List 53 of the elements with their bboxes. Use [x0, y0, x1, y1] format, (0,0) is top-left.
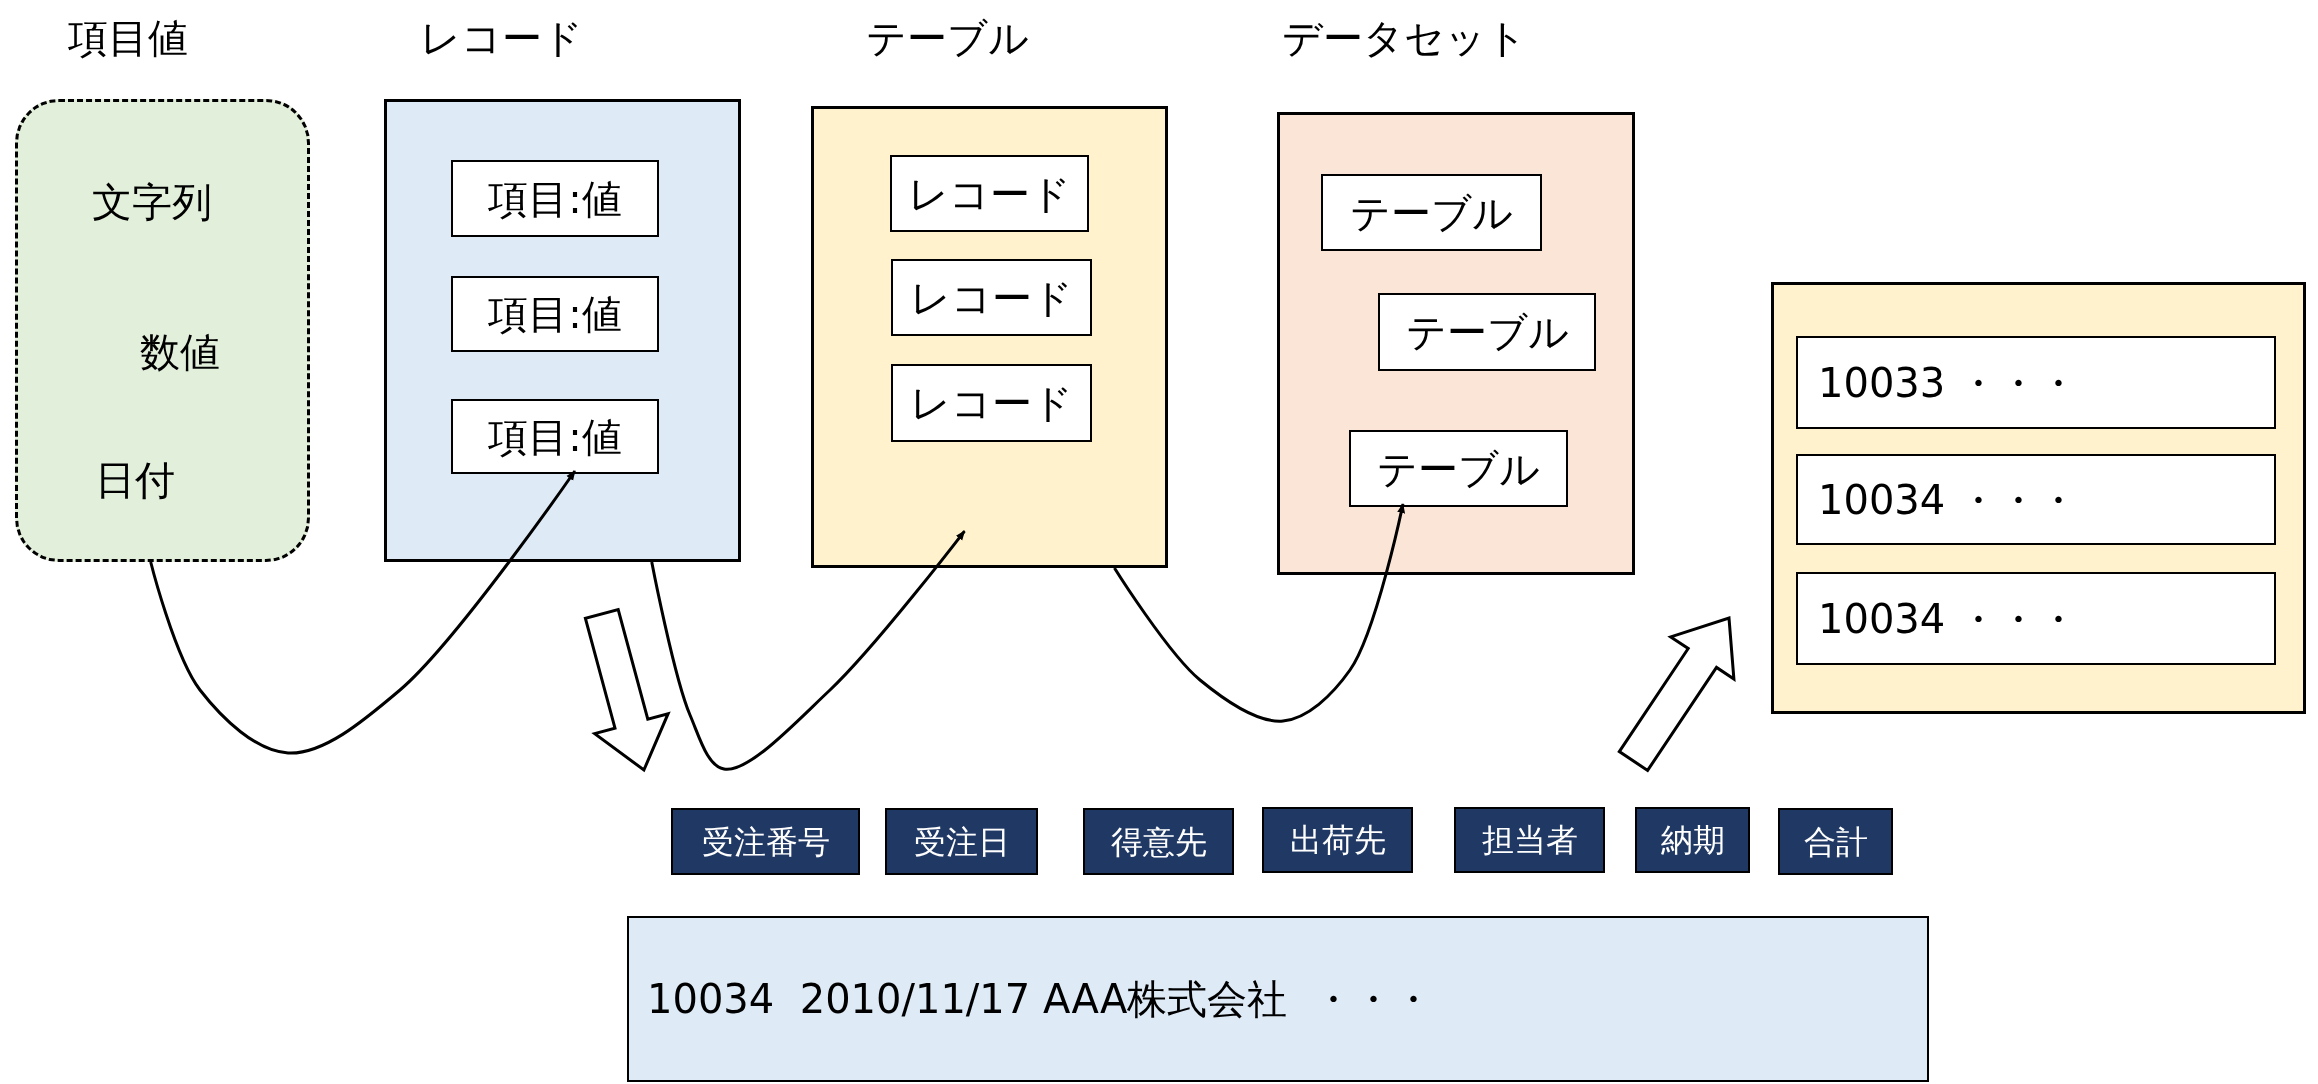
heading-label: データセット	[1282, 18, 1527, 58]
item-box	[451, 276, 659, 352]
box-label: 項目:値	[488, 294, 622, 334]
item-box	[1378, 293, 1596, 371]
box-label: テーブル	[1405, 312, 1569, 352]
item-box	[1349, 430, 1568, 507]
value-label: 日付	[95, 460, 175, 500]
header-label: 出荷先	[1289, 824, 1386, 856]
header-label: 担当者	[1481, 824, 1578, 856]
record-text: 10034 2010/11/17 AAA株式会社 ・・・	[647, 979, 1433, 1019]
box-label: テーブル	[1377, 448, 1540, 489]
record-bar	[627, 916, 1929, 1082]
header-label: 受注番号	[701, 825, 830, 858]
record-text: 10034 ・・・	[1818, 598, 2078, 639]
header-label: 納期	[1660, 824, 1725, 856]
column-header	[1635, 807, 1750, 873]
curved-arrow	[1113, 503, 1405, 723]
heading-label: レコード	[420, 18, 583, 58]
header-label: 合計	[1803, 825, 1868, 858]
column-header	[1454, 807, 1605, 873]
panel	[1771, 282, 2306, 714]
value-label: 数値	[140, 332, 220, 372]
box-label: レコード	[908, 173, 1071, 214]
column-header	[1083, 808, 1234, 875]
record-text: 10034 ・・・	[1818, 479, 2078, 520]
block-arrow	[1617, 616, 1736, 773]
item-box	[890, 155, 1089, 232]
record-row	[1796, 572, 2276, 665]
item-box	[1321, 174, 1542, 251]
record-row	[1796, 336, 2276, 429]
item-box	[891, 259, 1092, 336]
block-arrow	[583, 607, 671, 773]
box-label: レコード	[910, 277, 1073, 318]
box-label: 項目:値	[488, 178, 622, 219]
curved-arrow	[650, 530, 966, 771]
curved-arrow	[149, 470, 577, 755]
record-row	[1796, 454, 2276, 545]
column-header	[1262, 807, 1413, 873]
box-label: 項目:値	[488, 416, 622, 457]
item-box	[451, 399, 659, 474]
box-label: テーブル	[1350, 192, 1513, 233]
column-header	[1778, 808, 1893, 875]
header-label: 得意先	[1110, 825, 1207, 858]
item-box	[891, 364, 1092, 442]
column-header	[885, 808, 1038, 875]
heading-label: テーブル	[866, 18, 1029, 58]
header-label: 受注日	[913, 825, 1010, 858]
column-header	[671, 808, 860, 875]
value-label: 文字列	[92, 182, 212, 222]
box-label: レコード	[910, 383, 1073, 423]
record-text: 10033 ・・・	[1818, 362, 2078, 403]
heading-label: 項目値	[68, 18, 188, 58]
item-box	[451, 160, 659, 237]
